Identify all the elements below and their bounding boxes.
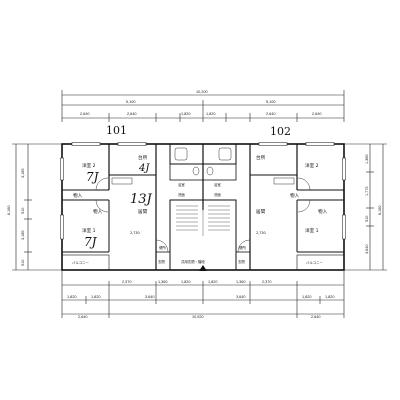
fixtures xyxy=(111,147,295,185)
left-dimension-lines xyxy=(12,143,62,271)
room-bath-right: 浴室 xyxy=(214,182,221,187)
dim-bottom-r1-3: 1,820 xyxy=(181,280,191,284)
dim-top-seg-3: 1,820 xyxy=(181,112,191,116)
room-wc-right: 便所 xyxy=(239,245,246,250)
dim-bottom-r1-5: 1,360 xyxy=(236,280,246,284)
dim-living-left-width: 2,730 xyxy=(130,231,140,235)
room-kitchen-left: 台所 xyxy=(138,154,148,161)
dim-right-part-3: 910 xyxy=(365,216,369,222)
dim-bottom-r1-6: 2,370 xyxy=(262,280,272,284)
dim-half-right: 5,100 xyxy=(266,100,276,104)
room-kitchen-right: 台所 xyxy=(256,154,266,161)
windows xyxy=(60,142,346,240)
dim-left-part-3: 3,185 xyxy=(21,230,25,240)
room-entrance-left: 玄関 xyxy=(158,259,165,264)
unit-number-right: 102 xyxy=(270,125,291,138)
bottom-dimension-lines xyxy=(61,270,345,318)
room-storage-right-a: 物入 xyxy=(290,192,300,199)
dim-top-seg-2: 2,640 xyxy=(127,112,137,116)
door-swings xyxy=(95,177,311,253)
dim-bottom-r3-1: 2,640 xyxy=(78,315,88,319)
room-storage-left-a: 物入 xyxy=(73,192,83,199)
dim-bottom-r2-6: 1,820 xyxy=(325,295,335,299)
dim-living-right-width: 2,730 xyxy=(256,231,266,235)
dim-bottom-r1-1: 2,370 xyxy=(122,280,132,284)
top-dimension-lines xyxy=(61,90,345,122)
room-western1-right: 洋室 1 xyxy=(305,227,319,234)
entry-arrow-icon xyxy=(199,265,207,271)
dim-bottom-r2-2: 1,820 xyxy=(91,295,101,299)
dim-bottom-r2-5: 1,820 xyxy=(302,295,312,299)
dim-right-part-4: 3,640 xyxy=(365,244,369,254)
dim-top-seg-6: 2,640 xyxy=(312,112,322,116)
dim-bottom-r3-2: 10,920 xyxy=(192,315,204,319)
room-balcony-left: バルコニー xyxy=(72,261,89,265)
staircase xyxy=(176,204,230,236)
dim-left-part-4: 910 xyxy=(21,260,25,266)
dim-left-part-2: 910 xyxy=(21,208,25,214)
dim-overall-top: 10,200 xyxy=(196,90,208,94)
room-storage-right-b: 物入 xyxy=(318,208,328,215)
hand-size-w2-left: 7J xyxy=(86,170,100,184)
room-western1-left: 洋室 1 xyxy=(82,227,96,234)
room-wc-left: 便所 xyxy=(159,245,166,250)
room-wash-left: 洗面 xyxy=(178,192,185,197)
dim-top-seg-1: 2,640 xyxy=(80,112,90,116)
dim-bottom-r2-4: 3,640 xyxy=(236,295,246,299)
dim-half-left: 5,100 xyxy=(126,100,136,104)
dim-bottom-r3-3: 2,640 xyxy=(311,315,321,319)
room-entrance-right: 玄関 xyxy=(238,259,245,264)
room-wash-right: 洗面 xyxy=(214,192,221,197)
dim-bottom-r2-1: 1,820 xyxy=(67,295,77,299)
dim-right-outer: 6,160 xyxy=(378,205,382,215)
room-living-left: 居間 xyxy=(138,209,148,215)
dim-left-outer: 6,160 xyxy=(7,205,11,215)
unit-number-left: 101 xyxy=(106,124,127,137)
dim-bottom-r1-2: 1,360 xyxy=(158,280,168,284)
room-shared-hall: 共用玄関・階段 xyxy=(181,259,205,264)
hand-size-kitchen-left: 4J xyxy=(138,163,150,174)
room-balcony-right: バルコニー xyxy=(306,261,323,265)
room-storage-left-b: 物入 xyxy=(93,208,103,215)
room-western2-left: 洋室 2 xyxy=(82,162,96,169)
dim-top-seg-4: 1,820 xyxy=(206,112,216,116)
dim-right-part-1: 1,365 xyxy=(365,154,369,164)
room-bath-left: 浴室 xyxy=(178,182,185,187)
dim-bottom-r1-4: 1,820 xyxy=(208,280,218,284)
dim-left-part-1: 3,185 xyxy=(21,168,25,178)
room-living-right: 居間 xyxy=(256,209,266,215)
hand-size-w1-left: 7J xyxy=(84,235,98,249)
hand-size-living-left: 13J xyxy=(130,192,153,207)
right-dimension-lines xyxy=(344,143,387,271)
dim-right-part-2: 1,775 xyxy=(365,186,369,196)
room-western2-right: 洋室 2 xyxy=(305,162,319,169)
dim-bottom-r2-3: 3,640 xyxy=(145,295,155,299)
dim-top-seg-5: 2,640 xyxy=(266,112,276,116)
